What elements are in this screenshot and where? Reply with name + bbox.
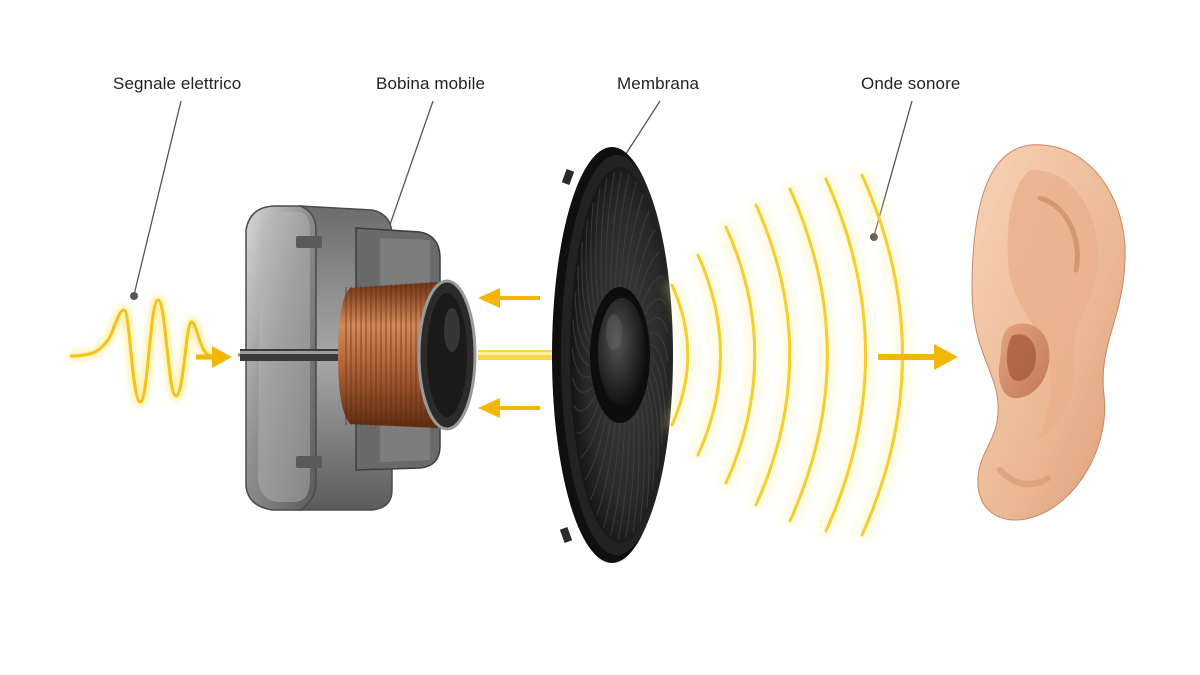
leader-dot-signal [130,292,138,300]
label-sound-waves: Onde sonore [861,74,961,93]
voice-coil-icon [338,279,477,431]
label-membrane: Membrana [617,74,700,93]
electrical-waveform-icon [69,294,215,408]
ear-icon [971,144,1126,521]
label-voice-coil: Bobina mobile [376,74,486,93]
leader-dot-waves [870,233,878,241]
sound-wave-icon [667,170,908,540]
signal-arrow-icon [196,346,232,368]
speaker-membrane-icon [552,147,673,563]
arrow-left-icon [478,288,540,418]
leader-line-membrane [621,100,661,161]
arrow-right-icon [878,344,958,370]
label-electrical-signal: Segnale elettrico [113,74,242,93]
leader-line-signal [133,100,182,296]
